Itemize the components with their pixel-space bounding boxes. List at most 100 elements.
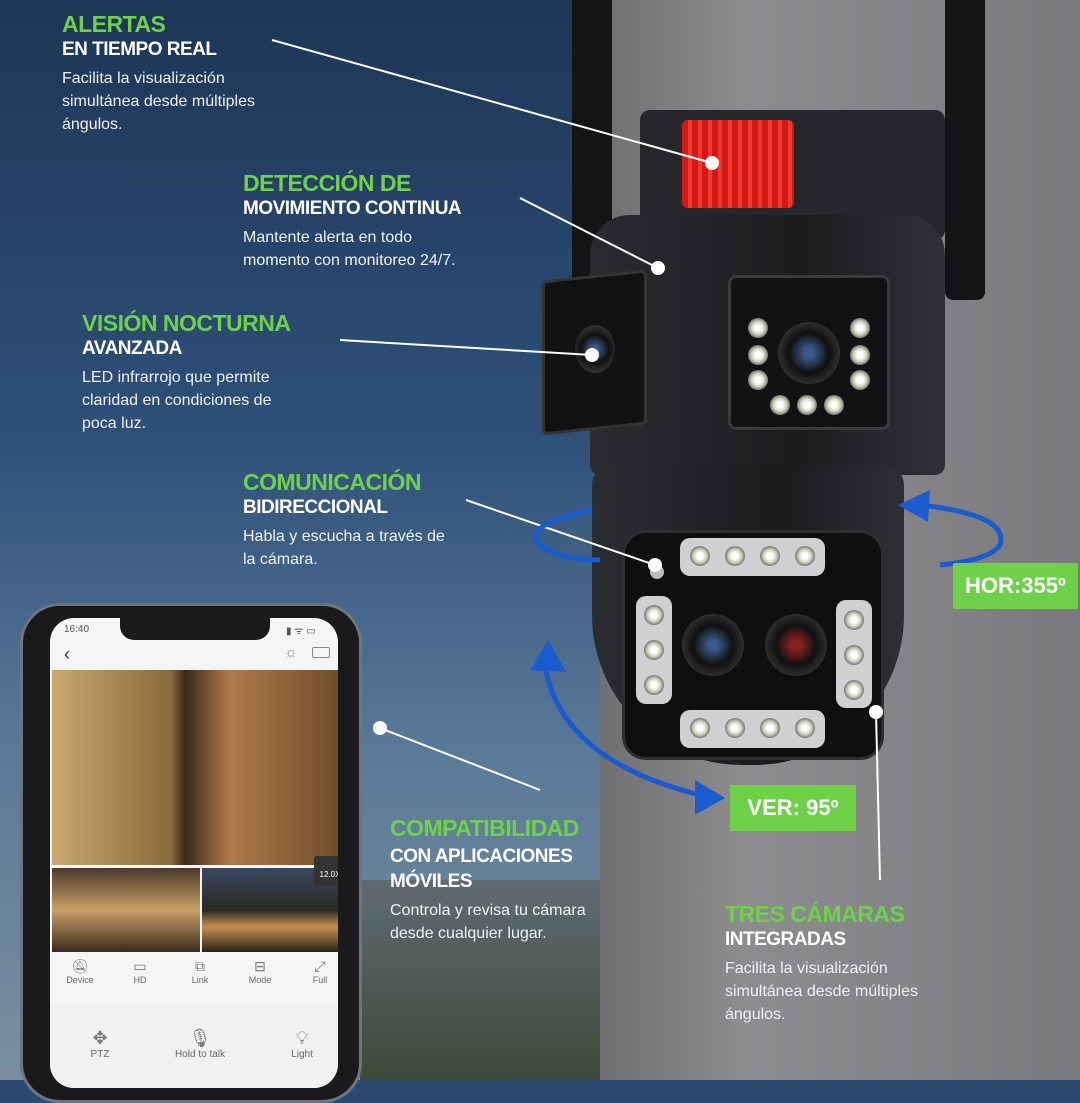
feature-desc: Facilita la visualización	[725, 960, 888, 977]
feature-vision-nocturna: VISIÓN NOCTURNA AVANZADA LED infrarrojo …	[82, 311, 291, 435]
phone-notch	[120, 618, 270, 640]
feature-title: DETECCIÓN DE	[243, 170, 411, 196]
antenna-right	[945, 0, 985, 300]
ir-led	[644, 675, 664, 695]
control-label: PTZ	[90, 1049, 110, 1060]
ir-led	[644, 640, 664, 660]
layout-icon: ⊟	[254, 958, 266, 974]
ir-led	[690, 718, 710, 738]
arrow-head-icon	[530, 640, 566, 672]
toolbar-label: HD	[133, 975, 147, 985]
feature-desc: LED infrarrojo que permite	[82, 369, 270, 386]
feature-title: COMPATIBILIDAD	[390, 815, 579, 841]
toolbar-label: Mode	[248, 975, 272, 985]
ir-led	[725, 546, 745, 566]
microphone-icon: 🎙︎	[188, 1028, 212, 1048]
lens-right-bottom	[765, 614, 827, 676]
main-camera-feed[interactable]	[52, 670, 338, 865]
feature-deteccion: DETECCIÓN DE MOVIMIENTO CONTINUA Mantent…	[243, 170, 462, 272]
ir-led	[844, 645, 864, 665]
horizontal-rotation-badge: HOR:355º	[953, 563, 1078, 609]
link-icon: ⧉	[195, 958, 205, 974]
status-icons: ▮ ᯤ ▭	[286, 626, 316, 637]
toolbar-hd[interactable]: ▭HD	[115, 958, 165, 985]
feature-desc: la cámara.	[243, 551, 318, 568]
back-icon[interactable]: ‹	[64, 644, 70, 664]
move-icon: ✥	[92, 1028, 108, 1048]
toolbar-link[interactable]: ⧉Link	[175, 958, 225, 985]
hd-icon: ▭	[133, 958, 147, 974]
toolbar-mode[interactable]: ⊟Mode	[235, 958, 285, 985]
street-background	[360, 880, 600, 1080]
feature-subtitle: MOVIMIENTO CONTINUA	[243, 198, 462, 219]
bell-off-icon: 🔕︎	[71, 958, 89, 974]
toolbar-label: Full	[312, 975, 328, 985]
feature-subtitle: MÓVILES	[390, 871, 473, 892]
red-alert-light	[682, 120, 794, 208]
control-ptz[interactable]: ✥PTZ	[75, 1028, 125, 1060]
control-hold-to-talk[interactable]: 🎙︎Hold to talk	[160, 1028, 240, 1060]
toolbar-full[interactable]: ⤢Full	[295, 958, 338, 985]
ir-led	[797, 395, 817, 415]
ir-led	[795, 718, 815, 738]
feature-desc: momento con monitoreo 24/7.	[243, 252, 456, 269]
ir-led	[850, 345, 870, 365]
arrow-head-icon	[695, 780, 725, 815]
status-time: 16:40	[64, 624, 90, 635]
feature-subtitle: AVANZADA	[82, 338, 182, 359]
ir-led	[760, 546, 780, 566]
control-light[interactable]: 💡︎Light	[277, 1028, 327, 1060]
feature-alertas: ALERTAS EN TIEMPO REAL Facilita la visua…	[62, 12, 255, 136]
annotation-lines	[271, 39, 1004, 881]
smartphone: 16:40 ▮ ᯤ ▭ ‹ ☼ 12.0X 🔕︎Device ▭HD ⧉Link…	[20, 603, 362, 1103]
feature-title: COMUNICACIÓN	[243, 469, 421, 495]
control-label: Hold to talk	[174, 1049, 226, 1060]
ir-led	[760, 718, 780, 738]
ir-led	[850, 370, 870, 390]
feature-subtitle: CON APLICACIONES	[390, 846, 573, 867]
ir-led	[748, 370, 768, 390]
ir-led	[748, 318, 768, 338]
feature-comunicacion: COMUNICACIÓN BIDIRECCIONAL Habla y escuc…	[243, 470, 445, 571]
feature-desc: simultánea desde múltiples	[62, 93, 255, 110]
toolbar-label: Link	[191, 975, 209, 985]
ir-led	[690, 546, 710, 566]
feature-subtitle: EN TIEMPO REAL	[62, 39, 217, 60]
sub-camera-feed-1[interactable]	[52, 868, 200, 952]
ir-led	[795, 546, 815, 566]
feature-desc: Controla y revisa tu cámara	[390, 902, 586, 919]
ir-led	[850, 318, 870, 338]
control-label: Light	[291, 1049, 313, 1060]
toolbar-label: Device	[66, 975, 94, 985]
feature-desc: desde cualquier lugar.	[390, 925, 547, 942]
ir-led	[770, 395, 790, 415]
lens-left-bottom	[682, 614, 744, 676]
ir-led	[844, 680, 864, 700]
feature-desc: ángulos.	[725, 1006, 786, 1023]
phone-screen: 16:40 ▮ ᯤ ▭ ‹ ☼ 12.0X 🔕︎Device ▭HD ⧉Link…	[50, 618, 338, 1088]
zoom-indicator: 12.0X	[314, 856, 338, 886]
feature-subtitle: BIDIRECCIONAL	[243, 497, 388, 518]
vertical-rotation-badge: VER: 95º	[730, 785, 856, 831]
feature-subtitle: INTEGRADAS	[725, 929, 846, 950]
ir-led	[644, 605, 664, 625]
arrow-head-icon	[898, 490, 930, 522]
feature-desc: Facilita la visualización	[62, 70, 225, 87]
brightness-icon[interactable]: ☼	[284, 644, 298, 661]
record-video-icon[interactable]	[312, 647, 330, 658]
ir-led	[844, 610, 864, 630]
ir-led	[824, 395, 844, 415]
feature-desc: simultánea desde múltiples	[725, 983, 918, 1000]
feature-tres-camaras: TRES CÁMARAS INTEGRADAS Facilita la visu…	[725, 902, 918, 1026]
feature-title: TRES CÁMARAS	[725, 901, 905, 927]
rotation-arrows	[533, 502, 1004, 798]
right-lens	[778, 322, 840, 384]
feature-desc: Mantente alerta en todo	[243, 229, 413, 246]
fullscreen-icon: ⤢	[314, 958, 326, 974]
feature-compatibilidad: COMPATIBILIDAD CON APLICACIONES MÓVILES …	[390, 816, 586, 945]
bulb-icon: 💡︎	[295, 1028, 309, 1048]
ir-led	[725, 718, 745, 738]
feature-desc: ángulos.	[62, 116, 123, 133]
toolbar-device[interactable]: 🔕︎Device	[55, 958, 105, 985]
control-panel	[50, 1003, 338, 1088]
